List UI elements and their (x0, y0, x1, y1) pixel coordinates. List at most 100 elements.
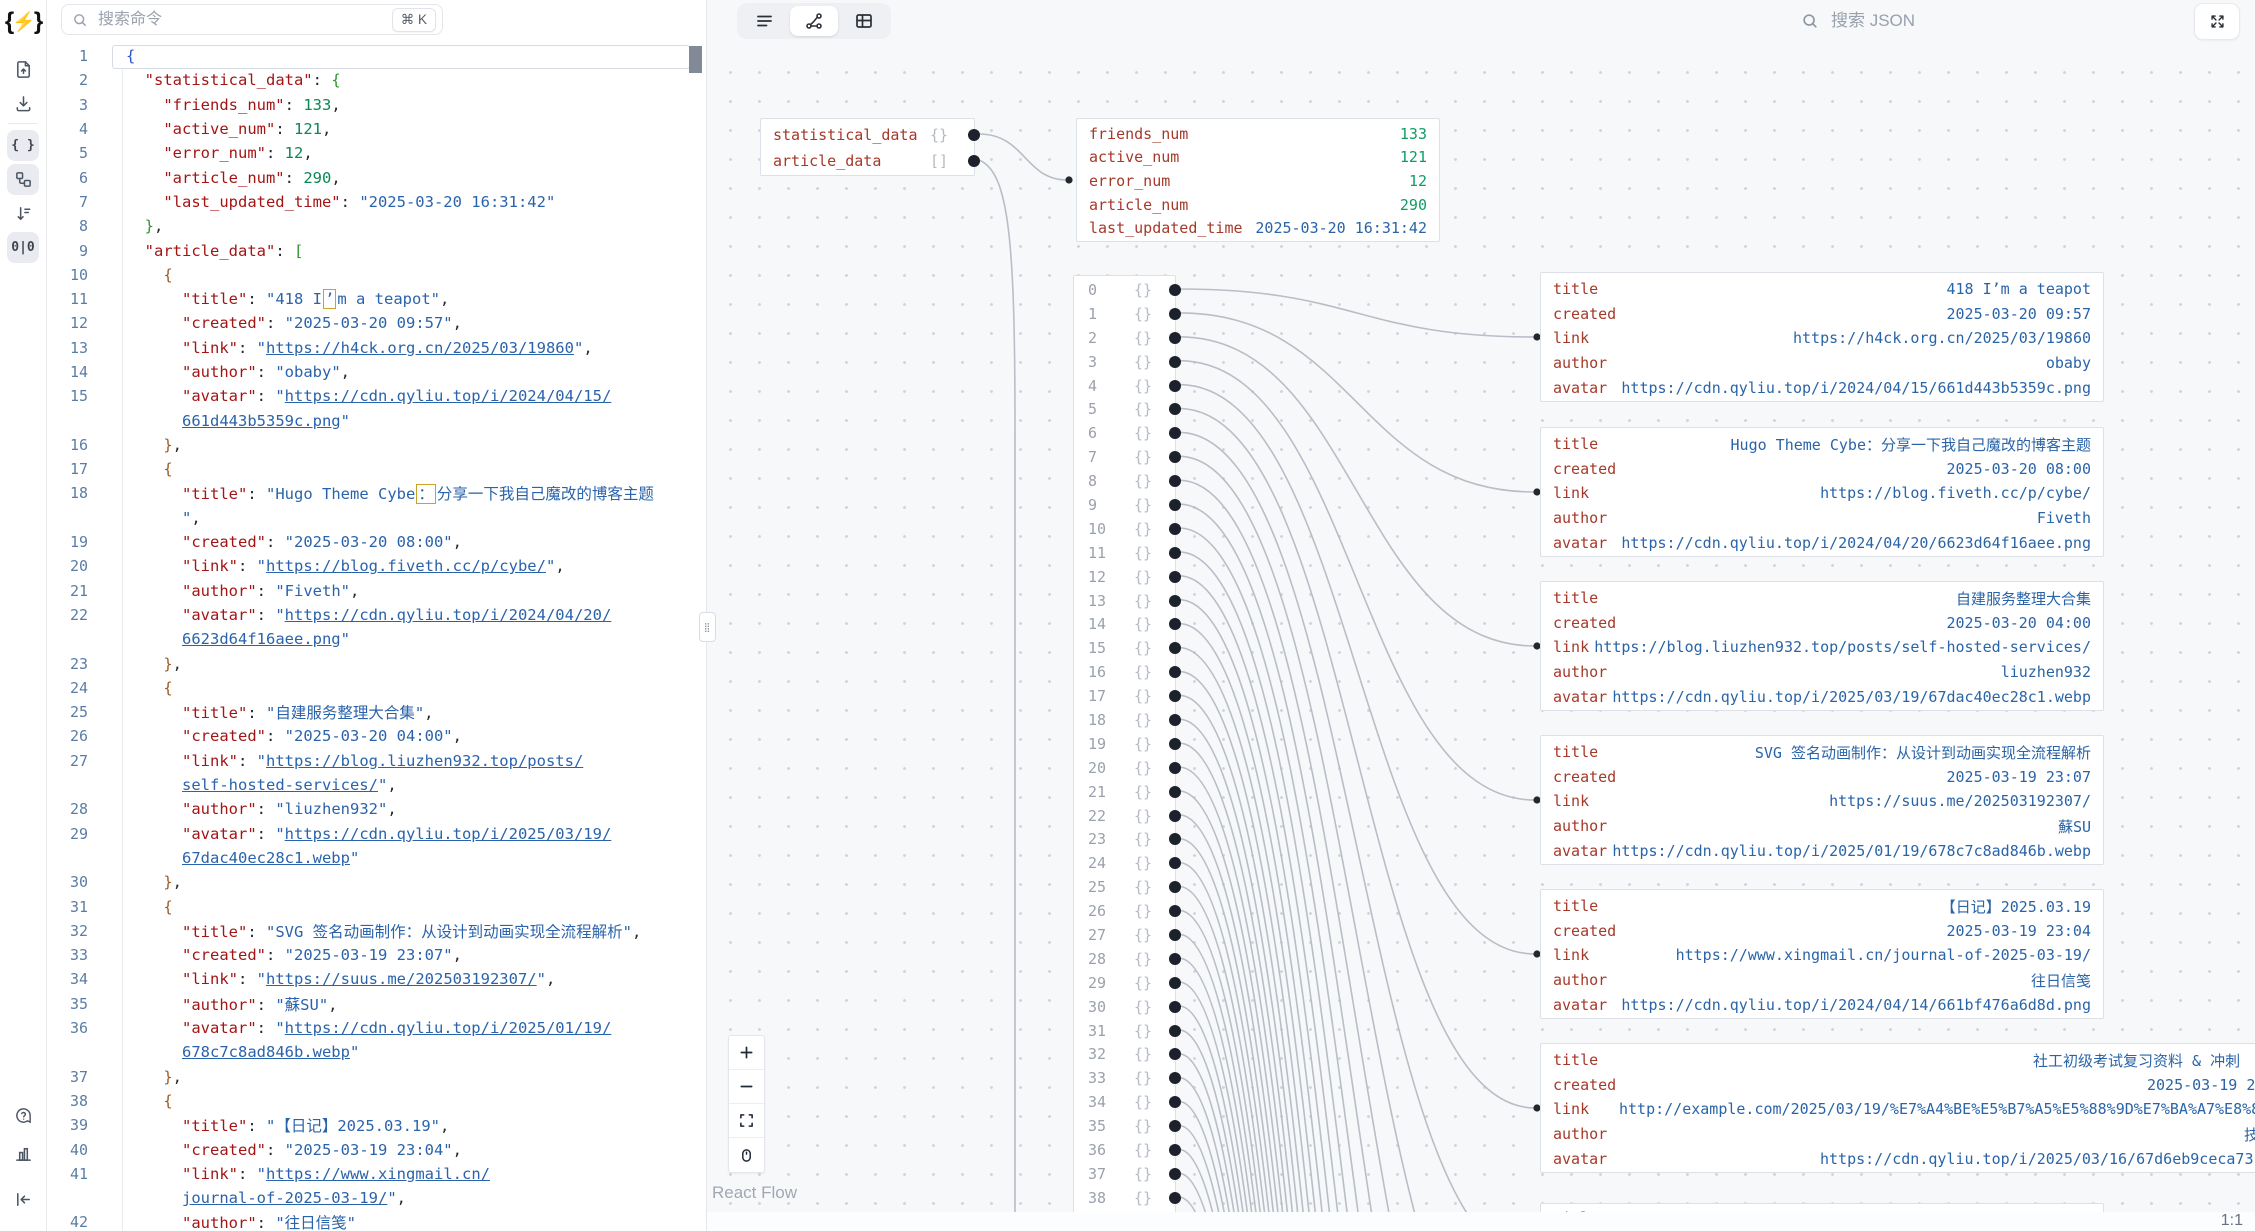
code-line[interactable]: 22 "avatar": "https://cdn.qyliu.top/i/20… (46, 603, 707, 627)
array-item-row[interactable]: 5{} (1074, 397, 1181, 421)
table-view-icon[interactable] (840, 6, 888, 36)
connection-handle[interactable] (1169, 737, 1181, 750)
app-logo[interactable]: {⚡} (4, 8, 43, 35)
zoom-in-button[interactable] (729, 1036, 764, 1070)
connection-handle[interactable] (1169, 905, 1181, 918)
bar-chart-icon[interactable] (7, 1138, 39, 1169)
connection-handle[interactable] (1169, 881, 1181, 894)
command-search-input[interactable] (96, 9, 392, 30)
array-item-row[interactable]: 20{} (1074, 756, 1181, 780)
code-line[interactable]: 31 { (46, 894, 707, 918)
code-line[interactable]: 5 "error_num": 12, (46, 141, 707, 165)
array-item-row[interactable]: 22{} (1074, 804, 1181, 828)
connection-handle[interactable] (1169, 451, 1181, 464)
code-line[interactable]: 26 "created": "2025-03-20 04:00", (46, 724, 707, 748)
json-search-input[interactable] (1829, 10, 2053, 32)
code-line[interactable]: 8 }, (46, 214, 707, 238)
connection-handle[interactable] (1169, 1000, 1181, 1013)
node-tree-icon[interactable] (7, 164, 39, 195)
array-item-row[interactable]: 8{} (1074, 469, 1181, 493)
code-line[interactable]: 42 "author": "往日信笺" (46, 1210, 707, 1231)
array-item-row[interactable]: 15{} (1074, 636, 1181, 660)
connection-handle[interactable] (1169, 1120, 1181, 1133)
connection-handle[interactable] (1169, 642, 1181, 655)
connection-handle[interactable] (1169, 952, 1181, 965)
list-view-icon[interactable] (740, 6, 788, 36)
graph-view-icon[interactable] (790, 6, 838, 36)
connection-handle[interactable] (1169, 475, 1181, 488)
code-line[interactable]: 34 "link": "https://suus.me/202503192307… (46, 967, 707, 991)
compare-icon[interactable]: 0|0 (7, 232, 39, 263)
code-line[interactable]: 1{ (46, 44, 707, 68)
connection-handle[interactable] (1169, 1048, 1181, 1061)
graph-node-root[interactable]: statistical_data{}article_data[] (760, 118, 980, 176)
command-search[interactable]: ⌘ K (61, 4, 443, 35)
array-item-row[interactable]: 4{} (1074, 374, 1181, 398)
code-line[interactable]: 23 }, (46, 651, 707, 675)
array-item-row[interactable]: 12{} (1074, 565, 1181, 589)
code-line[interactable]: 661d443b5359c.png" (46, 408, 707, 432)
connection-handle[interactable] (1169, 785, 1181, 798)
array-item-row[interactable]: 23{} (1074, 827, 1181, 851)
connection-handle[interactable] (1169, 1167, 1181, 1180)
array-item-row[interactable]: 1{} (1074, 302, 1181, 326)
array-item-row[interactable]: 30{} (1074, 995, 1181, 1019)
code-line[interactable]: 17 { (46, 457, 707, 481)
array-item-row[interactable]: 6{} (1074, 421, 1181, 445)
connection-handle[interactable] (1169, 666, 1181, 679)
connection-handle[interactable] (1169, 618, 1181, 631)
code-line[interactable]: 24 { (46, 676, 707, 700)
array-item-row[interactable]: 28{} (1074, 947, 1181, 971)
interactivity-lock-icon[interactable] (729, 1138, 764, 1172)
code-line[interactable]: 39 "title": "【日记】2025.03.19", (46, 1113, 707, 1137)
connection-handle[interactable] (1169, 713, 1181, 726)
json-code-editor[interactable]: 1{2 "statistical_data": {3 "friends_num"… (46, 42, 707, 1231)
code-line[interactable]: 37 }, (46, 1064, 707, 1088)
connection-handle[interactable] (1169, 570, 1181, 583)
connection-handle[interactable] (1169, 594, 1181, 607)
code-line[interactable]: 33 "created": "2025-03-19 23:07", (46, 943, 707, 967)
download-icon[interactable] (7, 88, 39, 119)
array-item-row[interactable]: 29{} (1074, 971, 1181, 995)
array-item-row[interactable]: 27{} (1074, 923, 1181, 947)
code-line[interactable]: 67dac40ec28c1.webp" (46, 846, 707, 870)
array-item-row[interactable]: 2{} (1074, 326, 1181, 350)
connection-handle[interactable] (1169, 928, 1181, 941)
code-line[interactable]: 3 "friends_num": 133, (46, 93, 707, 117)
connection-handle[interactable] (1169, 403, 1181, 416)
code-line[interactable]: 7 "last_updated_time": "2025-03-20 16:31… (46, 190, 707, 214)
array-item-row[interactable]: 34{} (1074, 1090, 1181, 1114)
connection-handle[interactable] (1169, 761, 1181, 774)
connection-handle[interactable] (1169, 1144, 1181, 1156)
code-line[interactable]: 20 "link": "https://blog.fiveth.cc/p/cyb… (46, 554, 707, 578)
code-line[interactable]: 678c7c8ad846b.webp" (46, 1040, 707, 1064)
array-item-row[interactable]: 9{} (1074, 493, 1181, 517)
graph-node-article-array[interactable]: 0{}1{}2{}3{}4{}5{}6{}7{}8{}9{}10{}11{}12… (1073, 275, 1181, 1231)
fit-view-button[interactable] (729, 1104, 764, 1138)
connection-handle[interactable] (1169, 833, 1181, 846)
